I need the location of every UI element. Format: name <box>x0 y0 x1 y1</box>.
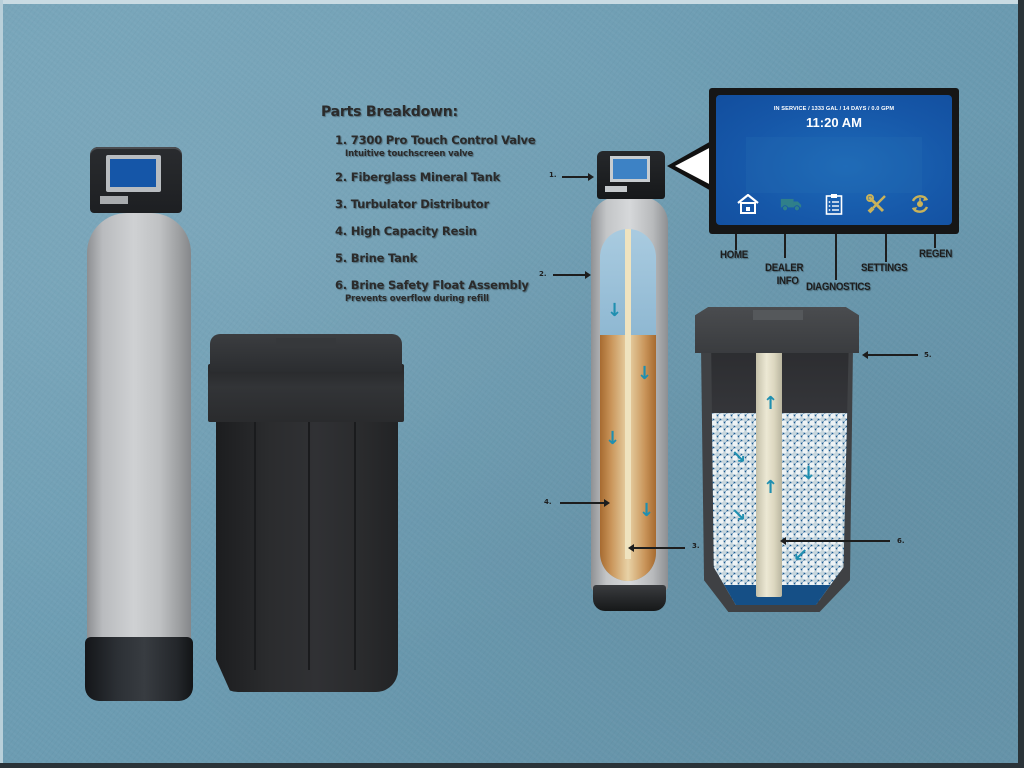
parts-list: 1. 7300 Pro Touch Control Valve Intuitiv… <box>321 133 536 304</box>
tank-interior <box>600 229 656 581</box>
home-label: HOME <box>720 249 748 261</box>
diagnostics-leader-line <box>835 234 837 280</box>
part-number: 5. <box>335 251 347 265</box>
callout-1-arrow <box>562 173 594 181</box>
fiberglass-tank-body <box>87 213 191 643</box>
brine-tank-photo <box>208 334 404 692</box>
part-number: 3. <box>335 197 347 211</box>
part-description: Intuitive touchscreen valve <box>345 149 474 159</box>
regen-leader-line <box>934 234 936 248</box>
mineral-tank-cutaway: ↓ ↓ ↓ ↓ <box>591 197 668 611</box>
screen-icon-bar <box>716 193 952 215</box>
tank-base <box>85 637 193 701</box>
flow-down-arrow-icon: ↘ <box>731 505 747 526</box>
mineral-tank-photo <box>85 213 193 701</box>
valve-label-plate <box>100 196 128 204</box>
callout-5: 5. <box>924 351 932 359</box>
valve-screen-bezel <box>610 156 650 182</box>
callout-5-arrow <box>862 351 918 359</box>
callout-2-arrow <box>553 271 591 279</box>
valve-screen <box>110 159 156 187</box>
settings-label: SETTINGS <box>861 262 908 274</box>
brine-tank-cutaway: ↑ ↑ ↘ ↓ ↘ ↙ <box>695 307 859 612</box>
flow-down-arrow-icon: ↓ <box>607 300 623 321</box>
touch-screen-display: IN SERVICE / 1333 GAL / 14 DAYS / 0.0 GP… <box>716 95 952 225</box>
callout-2: 2. <box>539 270 547 278</box>
part-label: Brine Safety Float Assembly <box>350 278 529 292</box>
truck-icon[interactable] <box>780 193 802 215</box>
screen-content-area <box>746 137 922 193</box>
dealer-info-label-line1: DEALER <box>765 262 804 274</box>
brine-tank-lid-cap <box>753 310 803 320</box>
part-number: 2. <box>335 170 347 184</box>
flow-up-arrow-icon: ↑ <box>763 393 779 414</box>
part-item-4: 4. High Capacity Resin <box>335 224 535 238</box>
callout-4: 4. <box>544 498 552 506</box>
clock-time: 11:20 AM <box>806 115 862 130</box>
brine-tank-lid-cap <box>276 338 336 348</box>
frame-border-right <box>1018 0 1024 768</box>
flow-down-arrow-icon: ↙ <box>793 545 809 566</box>
parts-breakdown: Parts Breakdown: 1. 7300 Pro Touch Contr… <box>321 104 536 315</box>
frame-border-bottom <box>0 763 1024 768</box>
part-item-6: 6. Brine Safety Float Assembly Prevents … <box>335 278 535 304</box>
tank-base <box>593 585 666 611</box>
frame-border-top <box>0 0 1024 4</box>
callout-6-arrow <box>780 537 890 545</box>
part-description: Prevents overflow during refill <box>345 294 489 304</box>
brine-tank-rib <box>354 420 356 670</box>
part-item-1: 1. 7300 Pro Touch Control Valve Intuitiv… <box>335 133 536 159</box>
part-label: 7300 Pro Touch Control Valve <box>350 133 536 147</box>
parts-title: Parts Breakdown: <box>321 104 458 120</box>
valve-screen <box>613 159 647 179</box>
service-status: IN SERVICE / 1333 GAL / 14 DAYS / 0.0 GP… <box>773 106 895 112</box>
brine-tank-body <box>216 420 398 692</box>
wrench-screwdriver-icon[interactable] <box>866 193 888 215</box>
home-leader-line <box>735 234 737 250</box>
distributor-riser <box>625 229 631 559</box>
flow-down-arrow-icon: ↓ <box>637 363 653 384</box>
flow-down-arrow-icon: ↓ <box>801 463 817 484</box>
part-number: 6. <box>335 278 347 292</box>
flow-up-arrow-icon: ↑ <box>763 477 779 498</box>
clipboard-icon[interactable] <box>823 193 845 215</box>
callout-4-arrow <box>560 499 610 507</box>
part-label: High Capacity Resin <box>350 224 477 238</box>
part-item-5: 5. Brine Tank <box>335 251 535 265</box>
part-item-2: 2. Fiberglass Mineral Tank <box>335 170 535 184</box>
brine-float-tube <box>756 335 782 597</box>
dealer-info-label: DEALER INFO <box>765 262 803 288</box>
callout-3-arrow <box>628 544 685 552</box>
home-icon[interactable] <box>736 193 759 215</box>
flow-down-arrow-icon: ↓ <box>639 500 655 521</box>
brine-tank-rib <box>254 420 256 670</box>
valve-screen-bezel <box>106 155 161 192</box>
brine-tank-band <box>208 364 404 422</box>
dealer-info-leader-line <box>784 234 786 258</box>
callout-3: 3. <box>692 542 700 550</box>
screen-callout-pointer-fill <box>675 146 713 186</box>
regen-label: REGEN <box>919 248 953 260</box>
part-number: 4. <box>335 224 347 238</box>
frame-border-left <box>0 0 3 768</box>
touch-screen-panel: IN SERVICE / 1333 GAL / 14 DAYS / 0.0 GP… <box>709 88 959 234</box>
callout-1: 1. <box>549 171 557 179</box>
settings-leader-line <box>885 234 887 262</box>
control-valve-diagram <box>597 151 665 199</box>
brine-tank-rib <box>308 420 310 670</box>
part-number: 1. <box>335 133 347 147</box>
part-item-3: 3. Turbulator Distributor <box>335 197 535 211</box>
callout-6: 6. <box>897 537 905 545</box>
flow-down-arrow-icon: ↓ <box>605 428 621 449</box>
part-label: Turbulator Distributor <box>350 197 489 211</box>
regen-icon[interactable] <box>909 193 931 215</box>
part-label: Fiberglass Mineral Tank <box>350 170 501 184</box>
part-label: Brine Tank <box>350 251 418 265</box>
dealer-info-label-line2: INFO <box>776 275 799 287</box>
flow-down-arrow-icon: ↘ <box>731 447 747 468</box>
diagnostics-label: DIAGNOSTICS <box>806 281 871 293</box>
valve-label-plate <box>605 186 627 192</box>
control-valve-photo <box>90 147 182 213</box>
